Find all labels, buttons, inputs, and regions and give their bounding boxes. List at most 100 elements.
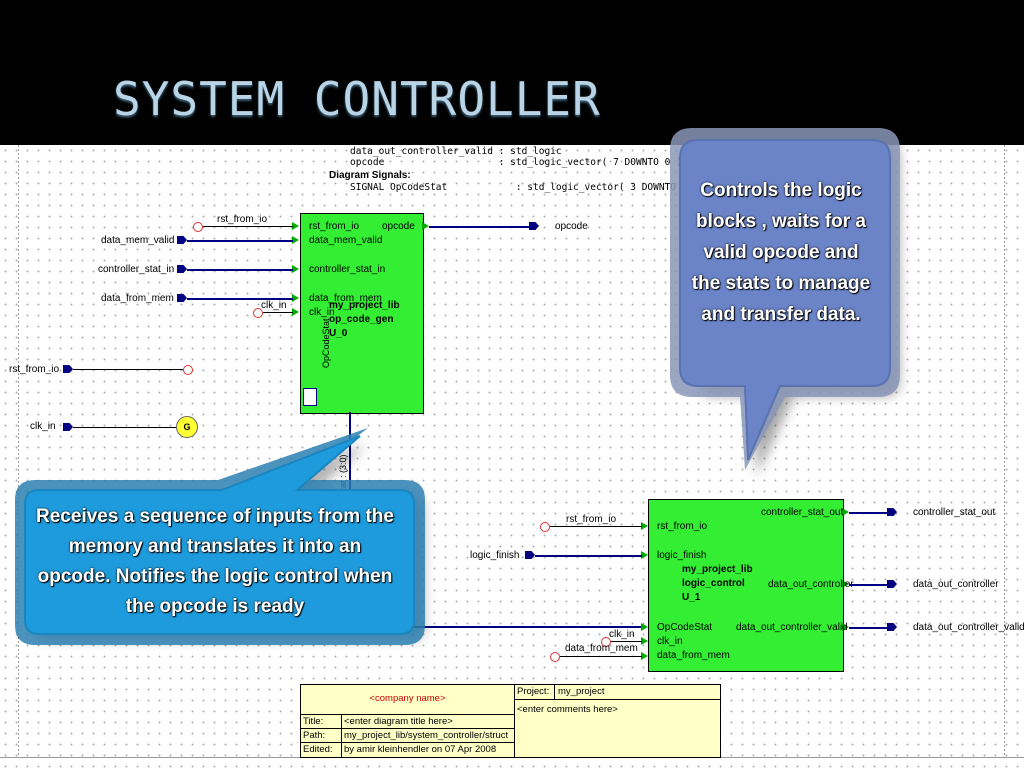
- port-arrow: [641, 623, 648, 631]
- output-pin: [529, 222, 539, 230]
- port-arrow: [641, 637, 648, 645]
- tb-divider: [301, 728, 514, 729]
- tb-divider: [301, 742, 514, 743]
- port-arrow: [842, 508, 849, 516]
- output-pin: [887, 508, 897, 516]
- port-arrow: [641, 551, 648, 559]
- opcode-gen-port-data-mem-valid: data_mem_valid: [309, 235, 383, 246]
- clock-generator-symbol: G: [176, 416, 198, 438]
- logic-control-name: logic_control: [682, 578, 745, 589]
- signal-clk-in-left: clk_in: [30, 421, 56, 432]
- tb-divider: [514, 685, 515, 757]
- wire-lc-data-from-mem: [560, 656, 642, 657]
- logic-control-lib: my_project_lib: [682, 564, 753, 575]
- opcode-gen-port-clk-in: clk_in: [309, 307, 335, 318]
- port-arrow: [641, 652, 648, 660]
- signal-controller-stat-out: controller_stat_out: [913, 507, 996, 518]
- output-pin: [887, 623, 897, 631]
- opcode-gen-instance: U_0: [329, 328, 348, 339]
- grid-border-left: [18, 145, 19, 757]
- wire-data-out-controller-valid: [849, 627, 887, 629]
- tb-divider: [341, 714, 342, 757]
- signal-logic-finish: logic_finish: [470, 550, 520, 561]
- logic-control-port-controller-stat-out: controller_stat_out: [761, 507, 844, 518]
- wire-data-out-controller: [849, 584, 887, 586]
- port-arrow: [842, 623, 849, 631]
- wire-data-mem-valid: [187, 240, 293, 242]
- tb-path-label: Path:: [303, 730, 326, 741]
- port-arrow: [292, 265, 299, 273]
- logic-control-port-logic-finish: logic_finish: [657, 550, 707, 561]
- open-connector: [550, 652, 560, 662]
- opcode-gen-vertical-label: OpCodeStat: [321, 318, 331, 368]
- logic-control-port-data-from-mem: data_from_mem: [657, 650, 730, 661]
- tb-divider: [514, 699, 720, 700]
- wire-label-clk-in: clk_in: [261, 300, 287, 311]
- wire-label-lc-data-from-mem: data_from_mem: [565, 643, 638, 654]
- port-arrow: [292, 294, 299, 302]
- declaration-line-3: SIGNAL OpCodeStat : std_logic_vector( 3 …: [350, 182, 699, 193]
- wire-clk-in-left: [73, 427, 177, 428]
- wire-controller-stat-in: [187, 269, 293, 271]
- output-pin: [887, 580, 897, 588]
- callout-logic-control-text: Controls the logic blocks , waits for a …: [691, 180, 871, 325]
- opcode-gen-block[interactable]: [300, 213, 424, 414]
- port-arrow: [292, 236, 299, 244]
- signal-data-out-controller-valid: data_out_controller_valid: [913, 622, 1025, 633]
- port-arrow: [641, 522, 648, 530]
- diagram-signals-header: Diagram Signals:: [329, 170, 411, 181]
- open-connector: [193, 222, 203, 232]
- logic-control-port-clk-in: clk_in: [657, 636, 683, 647]
- wire-clk-in: [263, 312, 293, 313]
- wire-data-from-mem: [187, 298, 293, 300]
- tb-divider: [554, 685, 555, 699]
- wire-rst-from-io-left: [73, 369, 183, 370]
- block-symbol-icon: [303, 388, 317, 406]
- opcode-gen-port-data-from-mem: data_from_mem: [309, 293, 382, 304]
- input-pin: [525, 551, 535, 559]
- wire-lc-rst-from-io: [550, 526, 642, 527]
- signal-data-out-controller: data_out_controller: [913, 579, 999, 590]
- open-connector: [253, 308, 263, 318]
- diagram-title-block: <company name> Project: my_project <ente…: [300, 684, 721, 758]
- logic-control-port-data-out-controller: data_out_controller: [768, 579, 854, 590]
- input-pin: [63, 365, 73, 373]
- tb-edited-value: by amir kleinhendler on 07 Apr 2008: [344, 744, 497, 755]
- opcode-gen-name: op_code_gen: [329, 314, 394, 325]
- wire-label-rst-from-io: rst_from_io: [217, 214, 268, 225]
- slide-title: System Controller: [113, 72, 601, 126]
- tb-path-value: my_project_lib/system_controller/struct: [344, 730, 509, 741]
- tb-edited-label: Edited:: [303, 744, 333, 755]
- signal-opcode: opcode: [555, 221, 588, 232]
- input-pin: [177, 236, 187, 244]
- open-connector: [183, 365, 193, 375]
- declaration-line-1: data_out_controller_valid : std_logic: [350, 146, 562, 157]
- wire-lc-clk-in: [611, 641, 642, 642]
- tb-title-label: Title:: [303, 716, 324, 727]
- wire-rst-from-io: [203, 226, 293, 227]
- logic-control-port-data-out-controller-valid: data_out_controller_valid: [736, 622, 848, 633]
- opcode-gen-lib: my_project_lib: [329, 300, 400, 311]
- port-arrow: [842, 580, 849, 588]
- declaration-line-2: opcode : std_logic_vector( 7 DOWNTO 0 ): [350, 157, 682, 168]
- signal-controller-stat-in: controller_stat_in: [98, 264, 175, 275]
- opcode-gen-port-controller-stat-in: controller_stat_in: [309, 264, 386, 275]
- signal-data-from-mem: data_from_mem: [101, 293, 174, 304]
- wire-opcode: [429, 226, 529, 228]
- input-pin: [63, 423, 73, 431]
- signal-rst-from-io-left: rst_from_io: [9, 364, 60, 375]
- tb-comments: <enter comments here>: [517, 704, 618, 715]
- tb-title-value: <enter diagram title here>: [344, 716, 453, 727]
- tb-company: <company name>: [369, 693, 446, 704]
- wire-label-lc-rst-from-io: rst_from_io: [566, 514, 617, 525]
- input-pin: [177, 265, 187, 273]
- slide-header: [0, 0, 1024, 145]
- bus-opcodestat-horizontal: [349, 626, 641, 628]
- tb-project-value: my_project: [558, 686, 605, 697]
- port-arrow: [422, 222, 429, 230]
- signal-data-mem-valid: data_mem_valid: [101, 235, 175, 246]
- port-arrow: [292, 308, 299, 316]
- port-arrow: [292, 222, 299, 230]
- opcode-gen-port-opcode: opcode: [382, 221, 415, 232]
- input-pin: [177, 294, 187, 302]
